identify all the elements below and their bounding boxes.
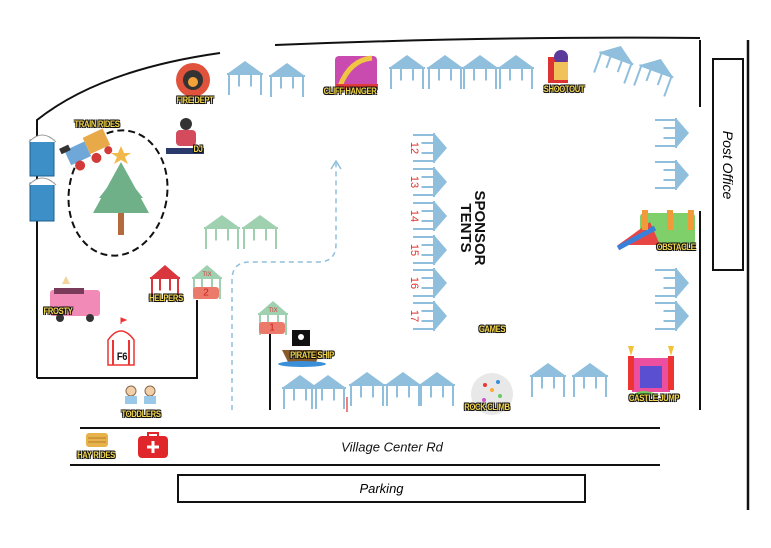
tent-icon <box>413 301 447 331</box>
tent-icon <box>310 375 346 409</box>
dj-icon <box>166 118 204 154</box>
ticket-tent-label: TIX <box>268 308 278 314</box>
arrow-head-icon <box>330 159 342 170</box>
label-train-rides: TRAIN RIDES <box>74 119 120 129</box>
label-helpers: HELPERS <box>149 293 183 303</box>
tent-icon <box>413 201 447 231</box>
sponsor-tent-number: 16 <box>408 276 420 290</box>
sponsor-tent-number: 12 <box>408 141 420 155</box>
fire-dept-icon <box>176 63 210 97</box>
train-icon <box>59 128 113 171</box>
label-castle-jump: CASTLE JUMP <box>628 393 680 403</box>
label-cliff-hanger: CLIFF HANGER <box>323 86 377 96</box>
tent-icon <box>655 268 689 298</box>
sponsor-label-line1: SPONSOR <box>471 190 488 266</box>
parking-label: Parking <box>359 481 404 496</box>
sponsor-label-line2: TENTS <box>457 203 474 253</box>
tent-icon <box>655 301 689 331</box>
toddlers-icon <box>125 385 156 404</box>
boundary-lines <box>36 36 750 510</box>
walking-path-arrow <box>231 163 337 410</box>
post-office-building[interactable]: Post Office <box>712 58 744 271</box>
label-frosty: FROSTY <box>43 306 73 316</box>
sponsor-tents-label: SPONSOR TENTS <box>457 190 488 266</box>
first-aid-icon <box>138 432 168 458</box>
label-games: GAMES <box>478 324 506 334</box>
post-office-label: Post Office <box>720 130 736 199</box>
tent-icon <box>227 61 263 95</box>
sponsor-tent-number: 14 <box>408 209 420 223</box>
ticket-sign <box>193 287 219 299</box>
obstacle-inflatable-icon <box>616 210 695 251</box>
parking-area[interactable]: Parking <box>177 474 586 503</box>
pirate-ship-icon <box>278 330 326 367</box>
label-shootout: SHOOTOUT <box>543 84 585 94</box>
tent-icon <box>204 215 240 249</box>
tent-icon <box>655 160 689 190</box>
tent-icon <box>633 59 674 97</box>
christmas-tree-icon <box>93 146 149 235</box>
sponsor-tent-number: 13 <box>408 175 420 189</box>
food-truck-icon <box>50 276 100 322</box>
label-pirate-ship: PIRATE SHIP <box>290 350 334 360</box>
tent-icon <box>389 55 425 89</box>
tents-layer <box>150 46 689 409</box>
tent-icon <box>269 63 305 97</box>
tent-icon <box>419 372 455 406</box>
tree-area-dashed-circle <box>67 129 169 257</box>
label-fire-dept: FIRE DEPT <box>176 95 214 105</box>
cliff-hanger-inflatable-icon <box>335 55 378 90</box>
ticket-tent-number: 2 <box>203 287 209 299</box>
tent-icon <box>498 55 534 89</box>
tent-icon <box>427 55 463 89</box>
label-rock-climb: ROCK CLIMB <box>464 402 510 412</box>
label-obstacle: OBSTACLE <box>656 242 696 252</box>
rock-climb-wall-icon <box>471 373 513 415</box>
road-label: Village Center Rd <box>341 439 443 455</box>
tent-icon <box>150 265 180 299</box>
castle-jump-icon <box>628 346 674 398</box>
label-hay-rides: HAY RIDES <box>77 450 115 460</box>
tent-icon <box>655 118 689 148</box>
hay-bale-icon <box>86 433 108 447</box>
tent-icon <box>593 46 634 84</box>
circus-tent-icon <box>107 317 135 366</box>
porta-potty-icon <box>28 134 57 222</box>
tent-icon <box>242 215 278 249</box>
label-f6: F6 <box>116 351 128 363</box>
shootout-icon <box>548 50 568 83</box>
sponsor-tent-number: 15 <box>408 243 420 257</box>
label-dj: DJ <box>193 144 203 154</box>
tent-icon <box>349 372 385 406</box>
label-toddlers: TODDLERS <box>121 409 161 419</box>
ticket-tent-label: TIX <box>202 272 212 278</box>
tent-icon <box>413 167 447 197</box>
tent-icon <box>385 372 421 406</box>
ticket-sign <box>259 322 285 334</box>
tent-icon <box>413 133 447 163</box>
tent-icon <box>413 268 447 298</box>
tent-icon <box>572 363 608 397</box>
tent-icon <box>462 55 498 89</box>
tent-icon <box>413 235 447 265</box>
ticket-tent-number: 1 <box>269 322 275 334</box>
sponsor-tent-number: 17 <box>408 309 420 323</box>
tent-icon <box>530 363 566 397</box>
